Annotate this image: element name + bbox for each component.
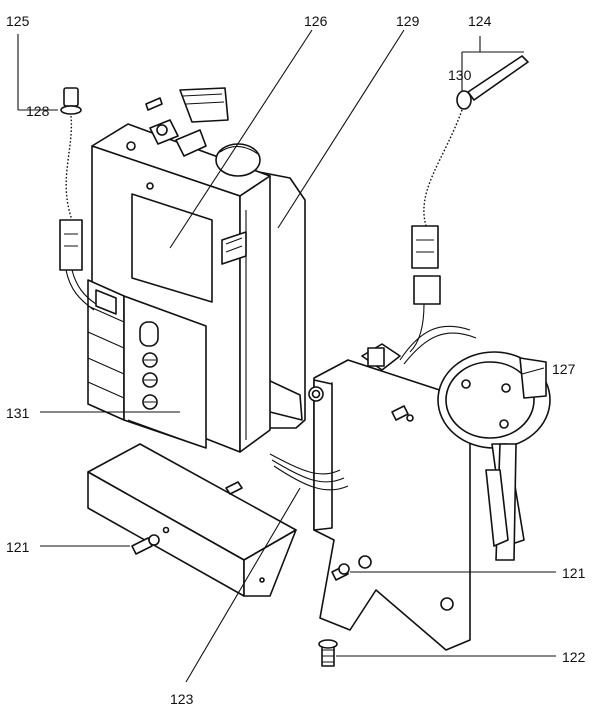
callout-127: 127 (552, 361, 576, 377)
callout-125: 125 (6, 13, 30, 29)
right-sensor-assembly (409, 55, 529, 353)
leader-126 (169, 29, 313, 249)
callout-128: 128 (26, 103, 50, 119)
callout-labels: 125 128 126 129 124 130 127 131 121 121 … (6, 13, 586, 707)
leader-127 (521, 367, 545, 375)
screws (126, 97, 409, 667)
terminal-block (87, 279, 207, 449)
pressure-switch (437, 351, 551, 561)
callout-131: 131 (6, 405, 30, 421)
callout-121-left: 121 (6, 539, 30, 555)
leader-129 (277, 29, 405, 229)
callout-126: 126 (304, 13, 328, 29)
callout-121-right: 121 (562, 565, 586, 581)
callout-123: 123 (170, 691, 194, 707)
valve-bracket-plate (308, 359, 471, 651)
callout-129: 129 (396, 13, 420, 29)
callout-124: 124 (468, 13, 492, 29)
callout-122: 122 (562, 649, 586, 665)
wiring-harness (269, 325, 477, 491)
leader-123 (185, 487, 301, 683)
cover-plate (87, 443, 297, 597)
left-connector-assembly (59, 87, 97, 311)
leader-lines (17, 29, 556, 683)
callout-130: 130 (448, 67, 472, 83)
